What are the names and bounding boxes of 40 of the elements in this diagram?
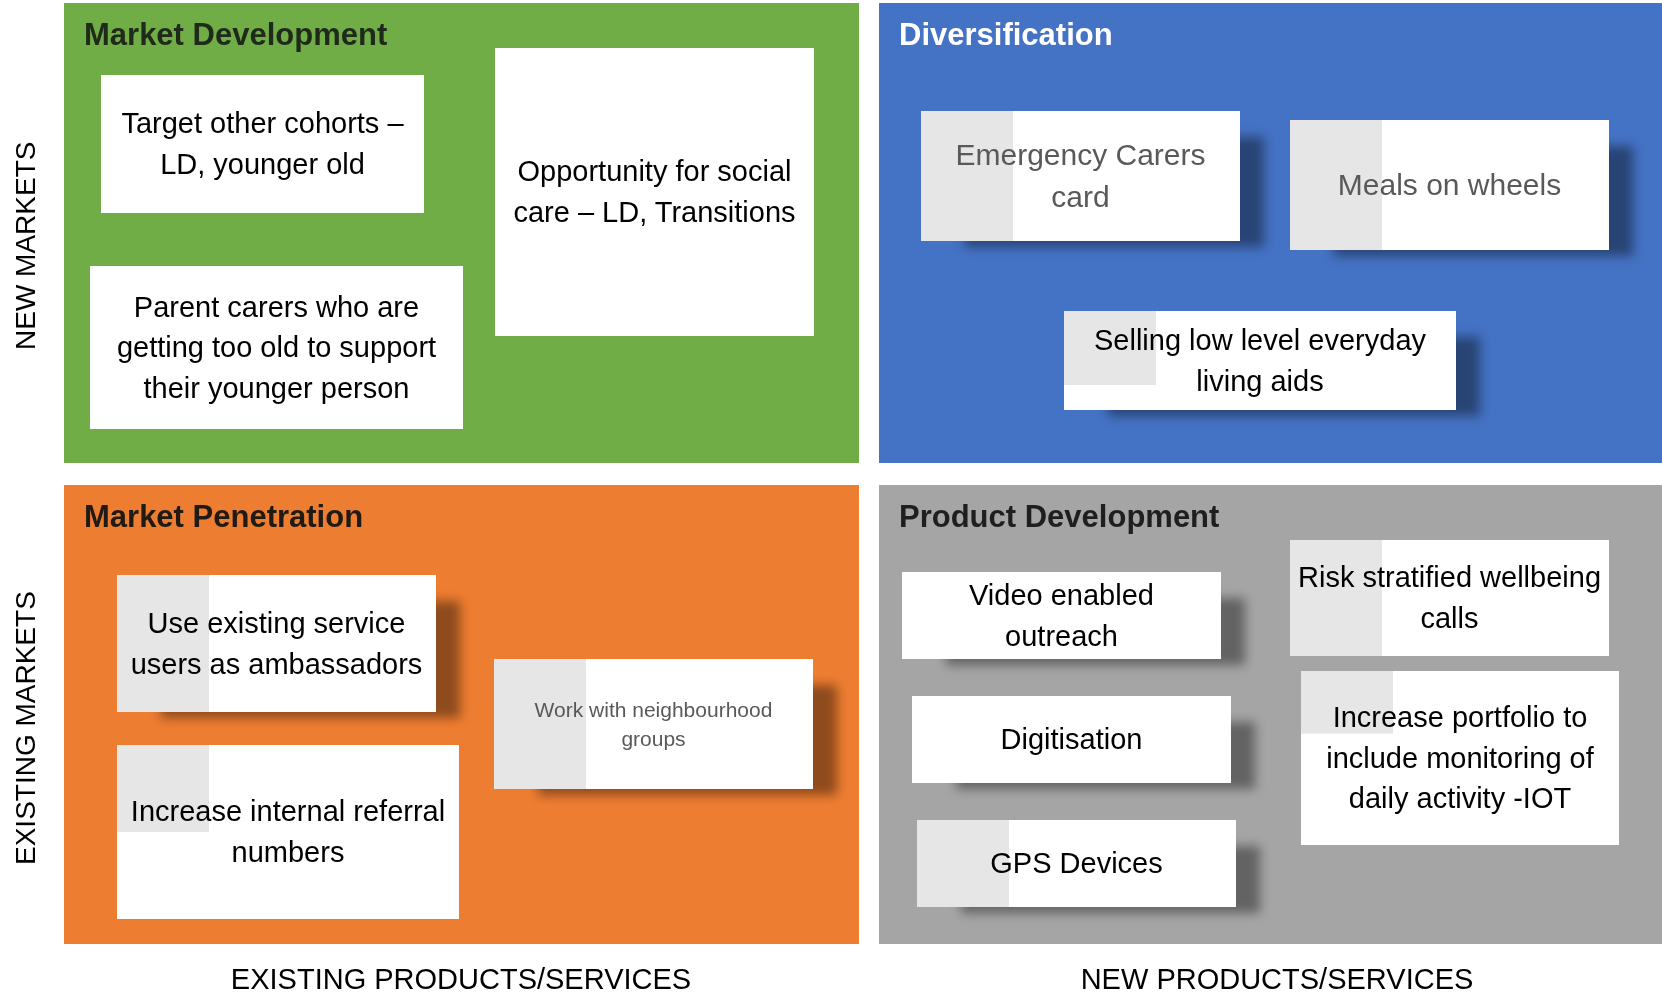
card-text: Meals on wheels	[1337, 167, 1562, 203]
card-text: Opportunity for social care – LD, Transitions	[512, 154, 797, 230]
card-text: Increase internal referral numbers	[129, 794, 447, 870]
card-text: Digitisation	[1000, 722, 1143, 758]
quadrant-title: Market Development	[84, 17, 388, 53]
card-text: Video enabled outreach	[968, 577, 1155, 654]
quadrant-title: Diversification	[899, 17, 1113, 53]
axis-label: EXISTING MARKETS	[10, 590, 42, 865]
text-card	[495, 48, 814, 336]
quadrant-panel	[879, 3, 1662, 463]
quadrant-panel	[64, 485, 859, 944]
text-card	[117, 575, 436, 712]
text-card	[117, 745, 459, 919]
card-text: Work with neighbourhood groups	[533, 696, 774, 752]
text-card	[1290, 120, 1609, 250]
text-card	[1290, 540, 1609, 656]
text-card	[494, 659, 813, 789]
quadrant-panel	[64, 3, 859, 463]
text-card	[912, 696, 1231, 783]
text-card	[1301, 671, 1619, 845]
text-card	[921, 111, 1240, 241]
card-text: Risk stratified wellbeing calls	[1298, 560, 1601, 636]
quadrant-title: Product Development	[899, 499, 1220, 535]
card-text: Selling low level everyday living aids	[1092, 322, 1428, 399]
axis-label: EXISTING PRODUCTS/SERVICES	[230, 963, 692, 996]
card-text: Target other cohorts – LD, younger old	[120, 106, 405, 182]
axis-label: NEW MARKETS	[10, 140, 42, 350]
axis-label: NEW PRODUCTS/SERVICES	[1080, 963, 1474, 996]
quadrant-title: Market Penetration	[84, 499, 364, 535]
text-card	[902, 572, 1221, 659]
text-card	[101, 75, 424, 213]
quadrant-panel	[879, 485, 1662, 944]
card-text: Increase portfolio to include monitoring of daily activity -IOT	[1325, 700, 1595, 817]
card-text: GPS Devices	[990, 846, 1163, 882]
text-card	[917, 820, 1236, 907]
card-text: Parent carers who are getting too old to support their younger person	[115, 289, 438, 406]
text-card	[1064, 311, 1456, 410]
card-text: Emergency Carers card	[954, 137, 1207, 215]
text-card	[90, 266, 463, 429]
card-text: Use existing service users as ambassadors	[129, 605, 424, 682]
